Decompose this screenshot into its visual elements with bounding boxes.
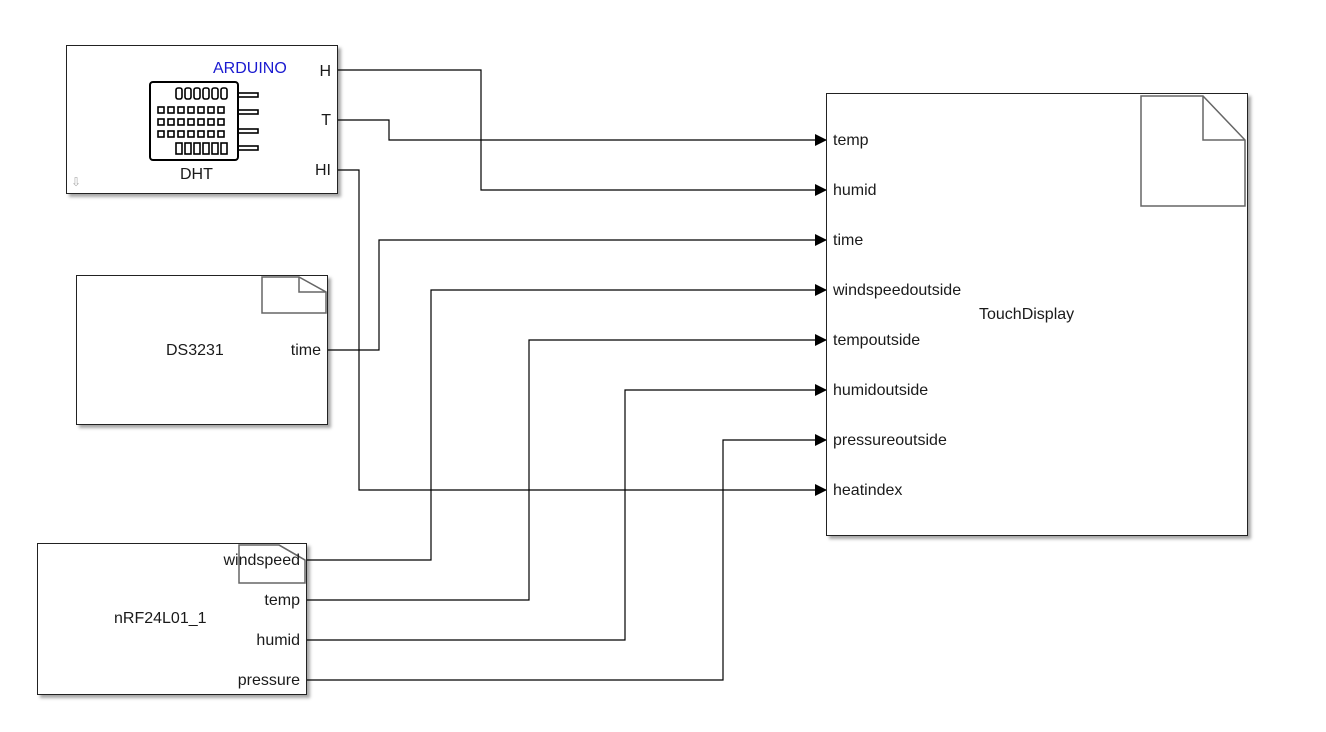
port-label-humidoutside: humidoutside [833,382,929,399]
document-icon [261,276,327,314]
port-label-windspeedoutside: windspeedoutside [833,282,962,299]
down-arrow-icon: ⇩ [71,175,82,189]
block-name: DS3231 [166,342,224,359]
brand-label: ARDUINO [213,60,287,77]
port-label-pressureoutside: pressureoutside [833,432,947,449]
port-label-temp: temp [833,132,869,149]
port-label-pressure: pressure [237,672,300,689]
block-name: nRF24L01_1 [114,610,207,627]
block-name: DHT [180,166,213,183]
wire-dht-h-to-humid[interactable] [338,69,827,196]
port-label-t: T [321,112,331,129]
port-label-hi: HI [315,162,331,179]
nrf24l01-block[interactable]: nRF24L01_1 windspeed temp humid pressure [37,543,307,695]
port-label-temp: temp [264,592,300,609]
block-name: TouchDisplay [979,306,1075,323]
ds3231-block[interactable]: DS3231 time [76,275,328,425]
port-label-time: time [290,342,321,359]
dht-sensor-icon [149,81,259,161]
wire-temp-to-tempoutside[interactable] [307,334,827,601]
wire-pressure-to-pressureoutside[interactable] [307,434,827,681]
document-icon [1140,95,1246,207]
wire-humid-to-humidoutside[interactable] [307,384,827,641]
port-label-tempoutside: tempoutside [833,332,921,349]
port-label-time: time [833,232,864,249]
wire-dht-hi-to-heatindex[interactable] [338,169,827,496]
port-label-humid: humid [256,632,300,649]
port-label-h: H [319,63,331,80]
dht-block[interactable]: ARDUINO DHT H T HI ⇩ [66,45,338,194]
wire-windspeed-to-windspeedoutside[interactable] [307,284,827,561]
port-label-humid: humid [833,182,877,199]
port-label-windspeed: windspeed [223,552,301,569]
document-icon [238,544,306,584]
port-label-heatindex: heatindex [833,482,903,499]
touchdisplay-block[interactable]: TouchDisplay temp humid time windspeedou… [826,93,1248,536]
wire-ds3231-time-to-time[interactable] [328,234,827,351]
wire-dht-t-to-temp[interactable] [338,119,827,146]
